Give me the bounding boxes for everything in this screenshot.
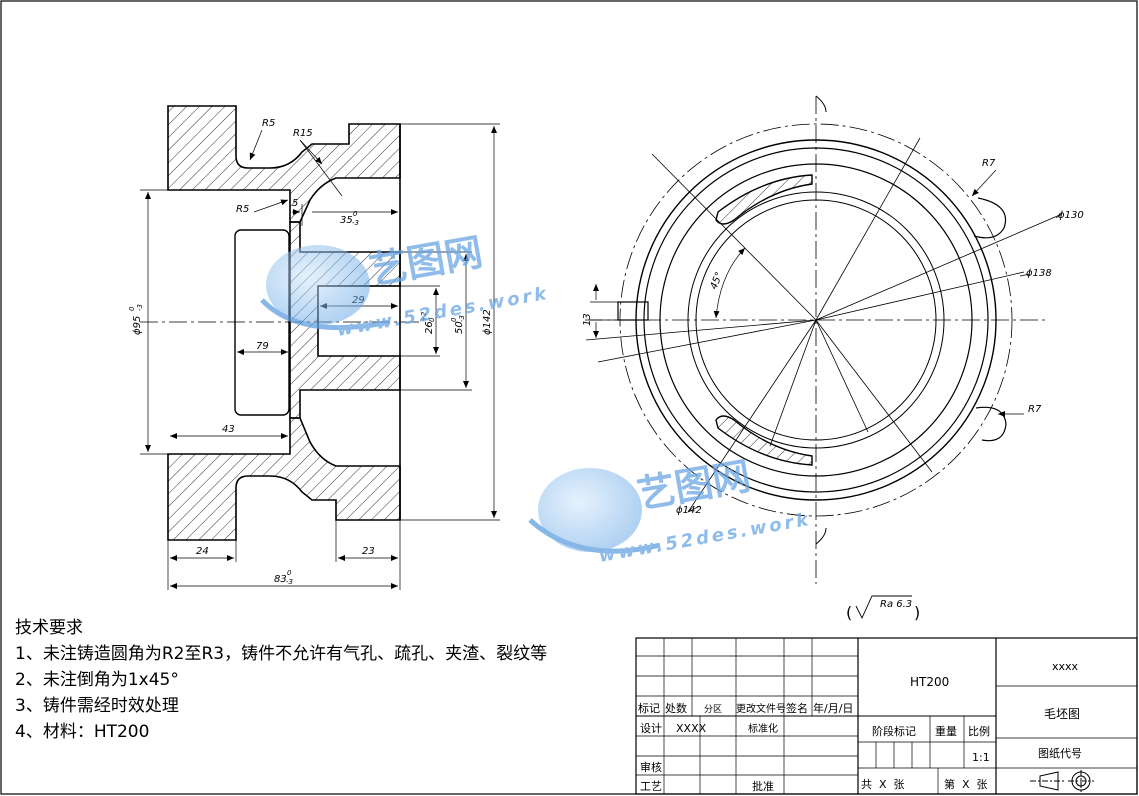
dim-phi130: ϕ130	[1058, 210, 1084, 221]
dim-r5-top: R5	[262, 118, 275, 129]
dim-26: 26	[424, 321, 435, 334]
note-item: 2、未注倒角为1x45°	[15, 670, 179, 690]
dim-79: 79	[256, 341, 269, 352]
dim-24: 24	[196, 546, 209, 557]
company-name: xxxx	[1052, 660, 1079, 673]
label-sign: 签名	[786, 701, 808, 715]
section-view: ϕ95 -3 0 ϕ142 50 -3 0 26 +2 0	[128, 105, 500, 590]
dim-phi138: ϕ138	[1026, 268, 1052, 279]
svg-text:0: 0	[428, 317, 436, 322]
technical-notes: 技术要求 1、未注铸造圆角为R2至R3，铸件不允许有气孔、疏孔、夹渣、裂纹等 2…	[15, 618, 547, 742]
svg-text:-3: -3	[136, 304, 144, 311]
scale-value: 1:1	[972, 751, 990, 764]
label-mark: 标记	[638, 701, 660, 715]
label-process: 工艺	[640, 780, 662, 793]
sheet-number: 第 X 张	[944, 777, 988, 791]
label-change-doc: 更改文件号	[736, 702, 786, 715]
dim-r5-left: R5	[236, 204, 249, 215]
svg-text:-3: -3	[286, 578, 293, 586]
section-hatch-top-flange	[167, 105, 401, 223]
note-item: 4、材料：HT200	[15, 722, 149, 742]
svg-text:0: 0	[287, 569, 292, 577]
svg-text:-3: -3	[352, 219, 359, 227]
note-item: 1、未注铸造圆角为R2至R3，铸件不允许有气孔、疏孔、夹渣、裂纹等	[15, 644, 547, 664]
drawing-name: 毛坯图	[1044, 707, 1080, 721]
drawing-code: 图纸代号	[1038, 747, 1082, 760]
inner-pocket	[234, 229, 290, 416]
dim-23: 23	[362, 546, 375, 557]
watermark-brand: 艺图网	[366, 230, 486, 293]
sheets-total: 共 X 张	[861, 778, 905, 791]
projection-symbol-icon	[1030, 770, 1094, 792]
dim-r7-bottom: R7	[1028, 404, 1042, 415]
svg-text:(: (	[846, 603, 852, 622]
dim-r7-top: R7	[982, 158, 996, 169]
lower-slot-hatch	[715, 415, 813, 466]
dim-43: 43	[222, 424, 235, 435]
svg-text:0: 0	[128, 306, 136, 311]
svg-text:0: 0	[450, 317, 458, 322]
note-item: 3、铸件需经时效处理	[15, 696, 179, 716]
label-count: 处数	[665, 702, 687, 715]
label-stage-mark: 阶段标记	[872, 724, 916, 738]
material-value: HT200	[910, 675, 949, 689]
label-standardize: 标准化	[748, 722, 778, 735]
svg-text:+2: +2	[420, 311, 428, 322]
roughness-value: Ra 6.3	[880, 599, 912, 610]
dim-35: 35	[340, 215, 353, 226]
title-block-text: HT200 xxxx 毛坯图 图纸代号 标记 处数 分区 更改文件号 签名 年/…	[638, 660, 1094, 793]
label-scale: 比例	[968, 724, 990, 738]
label-design: 设计	[640, 722, 662, 735]
roughness-symbol: ( Ra 6.3 )	[846, 595, 920, 622]
label-zone: 分区	[704, 704, 722, 715]
dim-45deg: 45°	[709, 271, 726, 292]
label-approve: 批准	[752, 779, 774, 793]
svg-text:0: 0	[353, 210, 358, 218]
keyway-slot	[617, 301, 649, 321]
title-block	[635, 637, 1138, 795]
watermark-1: 艺图网 www.52des.work	[260, 230, 551, 341]
label-review: 审核	[640, 760, 662, 774]
svg-text:): )	[914, 603, 920, 622]
label-date: 年/月/日	[813, 701, 853, 715]
svg-text:-3: -3	[458, 315, 466, 322]
dim-phi95: ϕ95	[132, 316, 143, 335]
dim-r15: R15	[293, 128, 313, 139]
dim-phi142-right: ϕ142	[676, 505, 702, 516]
upper-slot-hatch	[715, 174, 813, 225]
dim-5: 5	[292, 198, 298, 209]
dim-83: 83	[274, 574, 287, 585]
designer-name: XXXX	[676, 722, 707, 735]
section-hatch-bottom-flange	[167, 417, 401, 541]
dim-50: 50	[454, 321, 465, 334]
dim-13: 13	[582, 313, 593, 326]
watermark-brand: 艺图网	[634, 454, 754, 517]
notes-heading: 技术要求	[15, 618, 83, 638]
label-weight: 重量	[935, 724, 957, 738]
dim-phi142-left: ϕ142	[482, 309, 493, 335]
